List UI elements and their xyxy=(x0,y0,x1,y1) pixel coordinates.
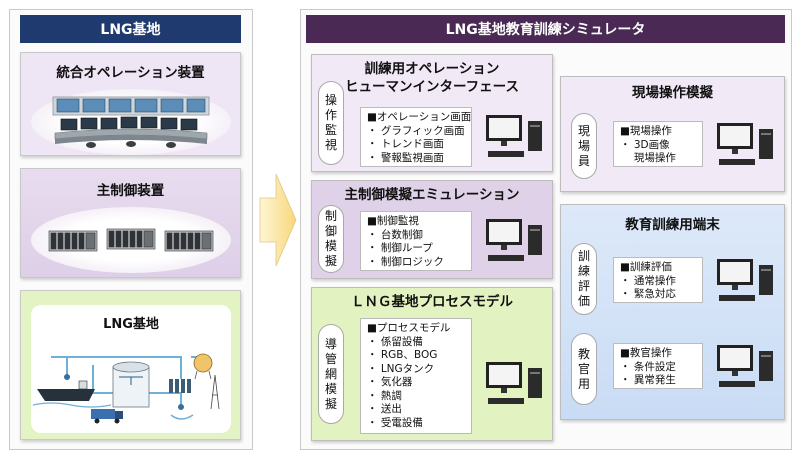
list-item: ■オペレーション画面 xyxy=(367,111,472,123)
training-terminal-box: 教育訓練用端末 訓 練 評 価 ■訓練評価 ・ 通常操作 ・ 緊急対応 教 官 … xyxy=(560,204,785,420)
lng-base-header: LNG基地 xyxy=(20,15,241,43)
list-item: ・ 通常操作 xyxy=(620,274,676,287)
lng-plant-panel: LNG基地 xyxy=(20,290,241,440)
list-item: ・ 熱調 xyxy=(367,389,402,402)
main-control-title: 主制御装置 xyxy=(96,183,165,199)
list-item: ・ RGB、BOG xyxy=(367,349,438,361)
emulation-feature-list: ■制御監視 ・ 台数制御 ・ 制御ループ ・ 制御ロジック xyxy=(360,211,472,271)
list-item: ■現場操作 xyxy=(620,125,672,137)
list-item: ・ 気化器 xyxy=(367,376,413,388)
list-item: ■プロセスモデル xyxy=(367,322,451,334)
list-item: ■教官操作 xyxy=(620,347,672,359)
list-item: ・ 送出 xyxy=(367,403,402,415)
list-item: ・ LNGタンク xyxy=(367,362,435,375)
list-item: ・ トレンド画面 xyxy=(367,138,444,150)
control-room-image xyxy=(31,89,231,155)
list-item: ■制御監視 xyxy=(367,215,419,227)
desktop-pc-icon xyxy=(717,123,773,165)
list-item: ・ 警報監視画面 xyxy=(367,151,444,164)
instructor-label: 教 官 用 xyxy=(571,333,597,405)
control-room-icon xyxy=(52,96,210,148)
control-simulation-label: 制 御 模 擬 xyxy=(318,205,344,273)
desktop-pc-icon xyxy=(717,345,773,387)
hmi-feature-list: ■オペレーション画面 ・ グラフィック画面 ・ トレンド画面 ・ 警報監視画面 xyxy=(360,107,472,167)
main-control-panel: 主制御装置 xyxy=(20,168,241,278)
simulator-header: LNG基地教育訓練シミュレータ xyxy=(306,15,785,43)
desktop-pc-icon xyxy=(486,115,542,157)
list-item: ・ 制御ループ xyxy=(367,242,433,254)
operation-monitoring-label: 操 作 監 視 xyxy=(318,81,344,165)
training-hmi-title-line2: ヒューマンインターフェース xyxy=(344,79,519,95)
training-evaluation-list: ■訓練評価 ・ 通常操作 ・ 緊急対応 xyxy=(613,257,703,303)
flow-arrow-icon xyxy=(259,173,297,267)
field-operator-label: 現 場 員 xyxy=(571,113,597,179)
desktop-pc-icon xyxy=(486,362,542,404)
integrated-operation-panel: 統合オペレーション装置 xyxy=(20,52,241,156)
list-item: ・ 緊急対応 xyxy=(620,288,676,300)
process-model-list: ■プロセスモデル ・ 係留設備 ・ RGB、BOG ・ LNGタンク ・ 気化器… xyxy=(360,318,472,434)
list-item: ・ グラフィック画面 xyxy=(367,124,465,137)
integrated-operation-title: 統合オペレーション装置 xyxy=(56,65,205,81)
desktop-pc-icon xyxy=(717,259,773,301)
list-item: ・ 係留設備 xyxy=(367,335,423,348)
list-item: ・ 条件設定 xyxy=(620,360,676,373)
list-item: 現場操作 xyxy=(620,152,676,164)
controller-rack-icon xyxy=(48,228,214,252)
desktop-pc-icon xyxy=(486,219,542,261)
controller-hardware-image xyxy=(31,207,231,273)
lng-plant-illustration: LNG基地 xyxy=(31,305,231,433)
training-terminal-title: 教育訓練用端末 xyxy=(625,217,720,233)
list-item: ・ 異常発生 xyxy=(620,374,676,386)
lng-plant-icon xyxy=(32,353,220,424)
lng-plant-title: LNG基地 xyxy=(103,317,159,332)
training-evaluation-label: 訓 練 評 価 xyxy=(571,243,597,315)
control-emulation-box: 主制御模擬エミュレーション 制 御 模 擬 ■制御監視 ・ 台数制御 ・ 制御ル… xyxy=(311,180,553,279)
pipeline-network-label: 導 管 網 模 擬 xyxy=(318,324,344,424)
field-operation-list: ■現場操作 ・ 3D画像 現場操作 xyxy=(613,121,703,167)
training-hmi-title-line1: 訓練用オペレーション xyxy=(364,61,500,77)
training-hmi-box: 訓練用オペレーション ヒューマンインターフェース 操 作 監 視 ■オペレーショ… xyxy=(311,54,553,172)
list-item: ■訓練評価 xyxy=(620,261,672,273)
process-model-title: ＬＮＧ基地プロセスモデル xyxy=(351,294,513,310)
field-operation-title: 現場操作模擬 xyxy=(632,85,713,101)
list-item: ・ 制御ロジック xyxy=(367,255,444,268)
list-item: ・ 台数制御 xyxy=(367,228,423,241)
field-operation-box: 現場操作模擬 現 場 員 ■現場操作 ・ 3D画像 現場操作 xyxy=(560,76,785,192)
instructor-operation-list: ■教官操作 ・ 条件設定 ・ 異常発生 xyxy=(613,343,703,389)
list-item: ・ 受電設備 xyxy=(367,416,423,429)
control-emulation-title: 主制御模擬エミュレーション xyxy=(344,187,520,203)
list-item: ・ 3D画像 xyxy=(620,138,670,151)
process-model-box: ＬＮＧ基地プロセスモデル 導 管 網 模 擬 ■プロセスモデル ・ 係留設備 ・… xyxy=(311,287,553,441)
